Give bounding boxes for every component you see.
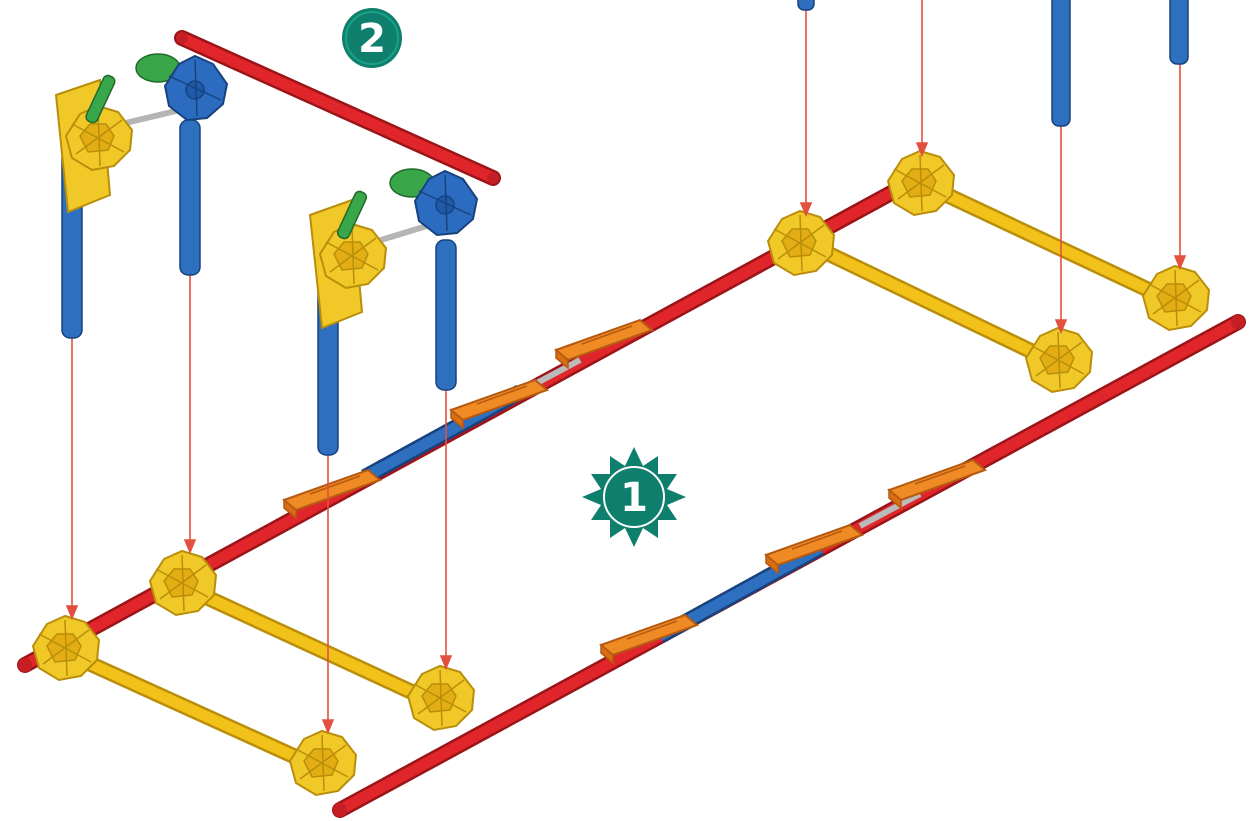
- guide-arrows: [67, 0, 1185, 732]
- step-2-badge: 2: [342, 8, 402, 68]
- step-1-badge: 1: [582, 447, 686, 547]
- front-rail: [333, 315, 1245, 817]
- upper-right-uprights: [798, 0, 1188, 126]
- step-1-label: 1: [620, 475, 648, 521]
- crossbar-subassembly: [56, 32, 499, 455]
- step-2-label: 2: [358, 16, 386, 62]
